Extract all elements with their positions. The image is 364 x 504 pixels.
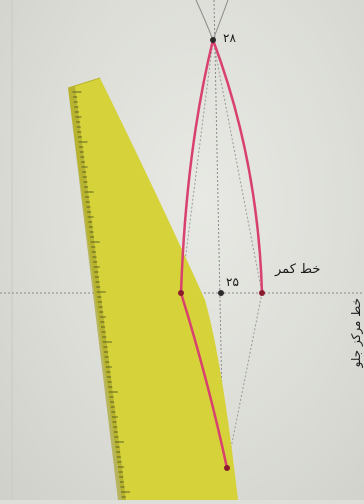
point-28-label: ۲۸ <box>223 31 236 45</box>
lower-guide-right <box>226 292 263 469</box>
dart-guide-left <box>180 39 214 294</box>
center-line-label: خط مرکز جلو <box>349 298 363 368</box>
dart-lower-curve <box>179 292 229 469</box>
dart-right-curve <box>211 39 264 294</box>
apex-cross-right <box>212 0 229 41</box>
waist-line-label: خط کمر <box>275 262 321 277</box>
apex-cross-left <box>195 0 214 41</box>
yellow-ruler <box>67 77 238 500</box>
waist-center-point <box>218 290 224 296</box>
apex-point <box>210 37 216 43</box>
point-25-label: ۲۵ <box>226 275 239 289</box>
waist-left-point <box>178 290 184 296</box>
waist-right-point <box>259 290 265 296</box>
ruler-ticks <box>72 91 131 498</box>
lower-point <box>224 465 230 471</box>
dart-guide-right <box>212 39 263 294</box>
dart-left-curve <box>179 39 215 294</box>
